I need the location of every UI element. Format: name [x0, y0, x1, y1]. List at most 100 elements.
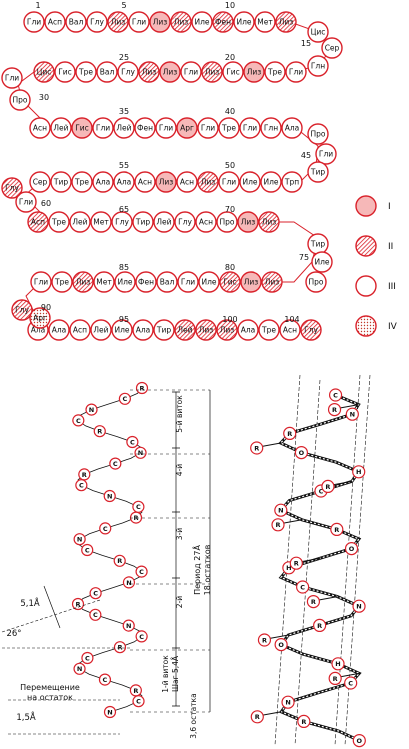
residue-circle [198, 271, 220, 293]
turn-label: 2-й [175, 596, 184, 608]
atom-label: C [333, 391, 338, 399]
residue-circle [170, 11, 192, 33]
residue-circle [174, 211, 196, 233]
atom-circle [257, 633, 272, 647]
atom-label: R [333, 675, 338, 683]
atom: R [283, 426, 297, 440]
atom: C [135, 630, 148, 643]
residue-label: Лиз [159, 178, 174, 187]
residues-label: 3,6 остатка [189, 693, 198, 738]
row3-residue: Асн [29, 117, 51, 139]
atom-label: H [335, 660, 340, 668]
residue-label: Гли [289, 68, 303, 77]
residue-circle [107, 11, 129, 33]
row4-residue: Лиз [197, 171, 219, 193]
atom: C [109, 457, 122, 470]
link-residue: Сер [321, 37, 343, 59]
residue-label: Асн [138, 178, 152, 187]
residue-number: 60 [41, 199, 51, 208]
atom-circle [103, 489, 116, 503]
residue-circle [195, 211, 217, 233]
atom-label: N [107, 708, 112, 716]
atom-label: R [334, 526, 339, 534]
residue-label: Гли [132, 18, 146, 27]
residue-label: Вал [160, 278, 175, 287]
residue-label: Тре [261, 326, 276, 335]
row6-residue: Гли [177, 271, 199, 293]
residue-label: Гли [181, 278, 195, 287]
residue-circle [9, 89, 31, 111]
residue-circle [275, 11, 297, 33]
residue-label: Фен [138, 278, 154, 287]
residue-label: Иле [236, 18, 251, 27]
atom-circle [132, 500, 145, 513]
residue-circle [51, 271, 73, 293]
atom: R [306, 594, 321, 609]
turn-label: 5-й виток [175, 395, 184, 433]
residue-circle [243, 61, 265, 83]
residue-label: Вал [100, 68, 115, 77]
row2-residue: Вал [96, 61, 118, 83]
atom: C [328, 388, 343, 402]
residue-label: Тир [53, 178, 68, 187]
atom-label: R [254, 444, 259, 452]
atom: C [99, 522, 112, 535]
row7-residue: Иле [111, 319, 133, 341]
row4-residue: Гли [218, 171, 240, 193]
residue-circle [218, 171, 240, 193]
h-bond-guide [334, 374, 361, 746]
row1-residue: Глу [86, 11, 108, 33]
residue-label: Гли [27, 18, 41, 27]
residue-label: Гли [19, 198, 33, 207]
row2-residue: Гли [180, 61, 202, 83]
row3-residue: Лей [50, 117, 72, 139]
residue-circle [216, 319, 238, 341]
atom-label: R [255, 713, 260, 721]
residue-circle [111, 319, 133, 341]
row3-residue: Гли [197, 117, 219, 139]
residue-label: Лиз [201, 178, 216, 187]
residue-number: 35 [119, 107, 129, 116]
residue-label: Фен [137, 124, 153, 133]
residue-circle [156, 271, 178, 293]
link-residue: Про [307, 123, 329, 145]
residue-label: Ала [136, 326, 151, 335]
residue-label: Глу [90, 18, 104, 27]
residue-circle [54, 61, 76, 83]
residue-label: Иле [194, 18, 209, 27]
residue-circle [222, 61, 244, 83]
h-bond-guide [344, 374, 371, 746]
row6-residue: Гис [219, 271, 241, 293]
row6-residue: Лиз [261, 271, 283, 293]
atom: C [81, 651, 94, 665]
residue-circle [279, 319, 301, 341]
residue-number: 80 [225, 263, 235, 272]
residue-label: Ала [241, 326, 256, 335]
row3-residue: Гли [155, 117, 177, 139]
legend-swatch [355, 195, 377, 217]
residue-circle [138, 61, 160, 83]
atom-label: C [348, 679, 353, 687]
row2-residue: Глу [117, 61, 139, 83]
row7-residue: Тир [153, 319, 175, 341]
row7-residue: Ала [48, 319, 70, 341]
residue-circle [1, 177, 23, 199]
atom: R [250, 710, 264, 724]
residue-label: Цис [311, 28, 326, 37]
residue-circle [216, 211, 238, 233]
residue-label: Лиз [111, 18, 126, 27]
residue-label: Лиз [153, 18, 168, 27]
atom-circle [135, 381, 149, 395]
atom-label: R [117, 644, 122, 652]
residue-label: Глу [15, 306, 29, 315]
atom: O [352, 733, 366, 748]
residue-label: Гис [226, 68, 240, 77]
residue-label: Тре [54, 278, 69, 287]
residue-circle [239, 117, 261, 139]
residue-label: Гли [201, 124, 215, 133]
atom: C [98, 673, 112, 686]
atom-circle [271, 518, 285, 532]
atom-label: C [93, 590, 98, 598]
residue-circle [258, 319, 280, 341]
